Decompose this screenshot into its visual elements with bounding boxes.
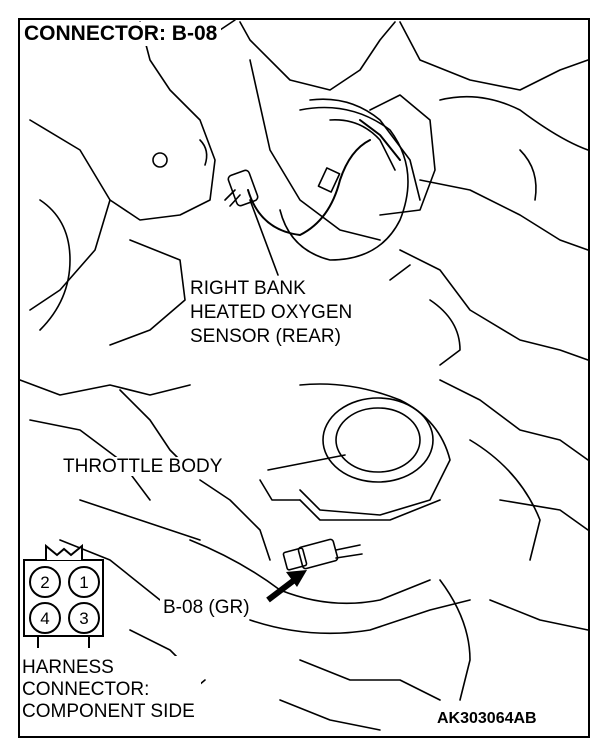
pin-1-cavity	[68, 566, 100, 598]
pin-number-1: 1	[79, 573, 89, 592]
pin-4-cavity	[29, 602, 61, 634]
engine-outline	[499, 499, 589, 531]
engine-outline	[199, 479, 271, 561]
figure-code: AK303064AB	[434, 711, 540, 727]
throttle-bore	[335, 407, 421, 473]
pin-number-4: 4	[40, 609, 50, 628]
engine-outline	[249, 59, 381, 241]
connector-b08-plug	[282, 547, 308, 571]
engine-outline	[519, 149, 537, 201]
engine-outline	[109, 239, 186, 346]
connector-latch	[45, 543, 83, 560]
engine-outline	[419, 179, 589, 251]
engine-outline	[199, 139, 208, 166]
diagram-frame	[18, 18, 590, 738]
sensor-label-line-1: RIGHT BANK	[190, 278, 306, 299]
pin-3-cavity	[68, 602, 100, 634]
harness-label-line-1: HARNESS	[22, 657, 114, 678]
throttle-leader-line	[267, 454, 346, 471]
engine-outline	[239, 21, 396, 91]
throttle-body-outline	[299, 383, 451, 516]
engine-outline	[439, 579, 471, 701]
bolt-icon	[152, 152, 168, 168]
engine-outline	[59, 539, 161, 601]
engine-outline	[259, 479, 301, 501]
engine-outline	[19, 379, 191, 396]
pin-2-cavity	[29, 566, 61, 598]
pin-number-2: 2	[40, 573, 50, 592]
sensor-label-line-3: SENSOR (REAR)	[190, 326, 341, 347]
engine-outline	[39, 199, 71, 331]
oxygen-sensor	[224, 189, 241, 207]
engine-outline	[439, 95, 589, 151]
connector-title: CONNECTOR: B-08	[22, 22, 222, 46]
engine-outline	[469, 439, 541, 561]
engine-outline	[219, 19, 236, 31]
engine-outline	[79, 499, 201, 541]
connector-b08-body	[297, 538, 339, 570]
harness-connector-face	[23, 543, 104, 648]
connector-b08-label: B-08 (GR)	[160, 598, 253, 617]
engine-outline	[429, 299, 461, 366]
engine-outline	[29, 419, 151, 501]
engine-outline	[109, 21, 216, 221]
sensor-label-line-2: HEATED OXYGEN	[190, 302, 353, 323]
engine-outline	[389, 264, 411, 281]
connector-face-housing	[37, 636, 90, 648]
harness-label-line-3: COMPONENT SIDE	[22, 701, 195, 722]
exhaust-pipe	[329, 119, 396, 171]
pin-number-3: 3	[79, 609, 89, 628]
engine-outline	[399, 249, 589, 361]
engine-outline	[189, 539, 431, 605]
engine-outline	[249, 599, 471, 635]
throttle-body-outline	[299, 499, 441, 521]
oxygen-sensor	[227, 169, 259, 207]
sensor-leader-line	[249, 199, 279, 276]
exhaust-pipe	[309, 98, 421, 201]
engine-outline	[279, 106, 409, 261]
connector-arrow	[266, 570, 307, 603]
engine-outline	[279, 699, 381, 731]
sensor-label: RIGHT BANK HEATED OXYGEN SENSOR (REAR)	[188, 276, 361, 350]
engine-outline	[439, 379, 589, 461]
sensor-harness	[247, 139, 371, 236]
harness-clip	[317, 167, 341, 193]
throttle-body-label: THROTTLE BODY	[60, 457, 226, 476]
exhaust-pipe	[369, 94, 436, 216]
engine-outline	[399, 21, 589, 91]
engine-outline	[299, 659, 441, 701]
sensor-harness	[359, 119, 401, 161]
connector-harness	[335, 544, 363, 559]
engine-outline	[489, 599, 589, 631]
harness-connector-label: HARNESS CONNECTOR: COMPONENT SIDE	[20, 656, 201, 723]
harness-label-line-2: CONNECTOR:	[22, 679, 150, 700]
engine-outline	[29, 119, 111, 311]
throttle-bore	[322, 397, 434, 483]
